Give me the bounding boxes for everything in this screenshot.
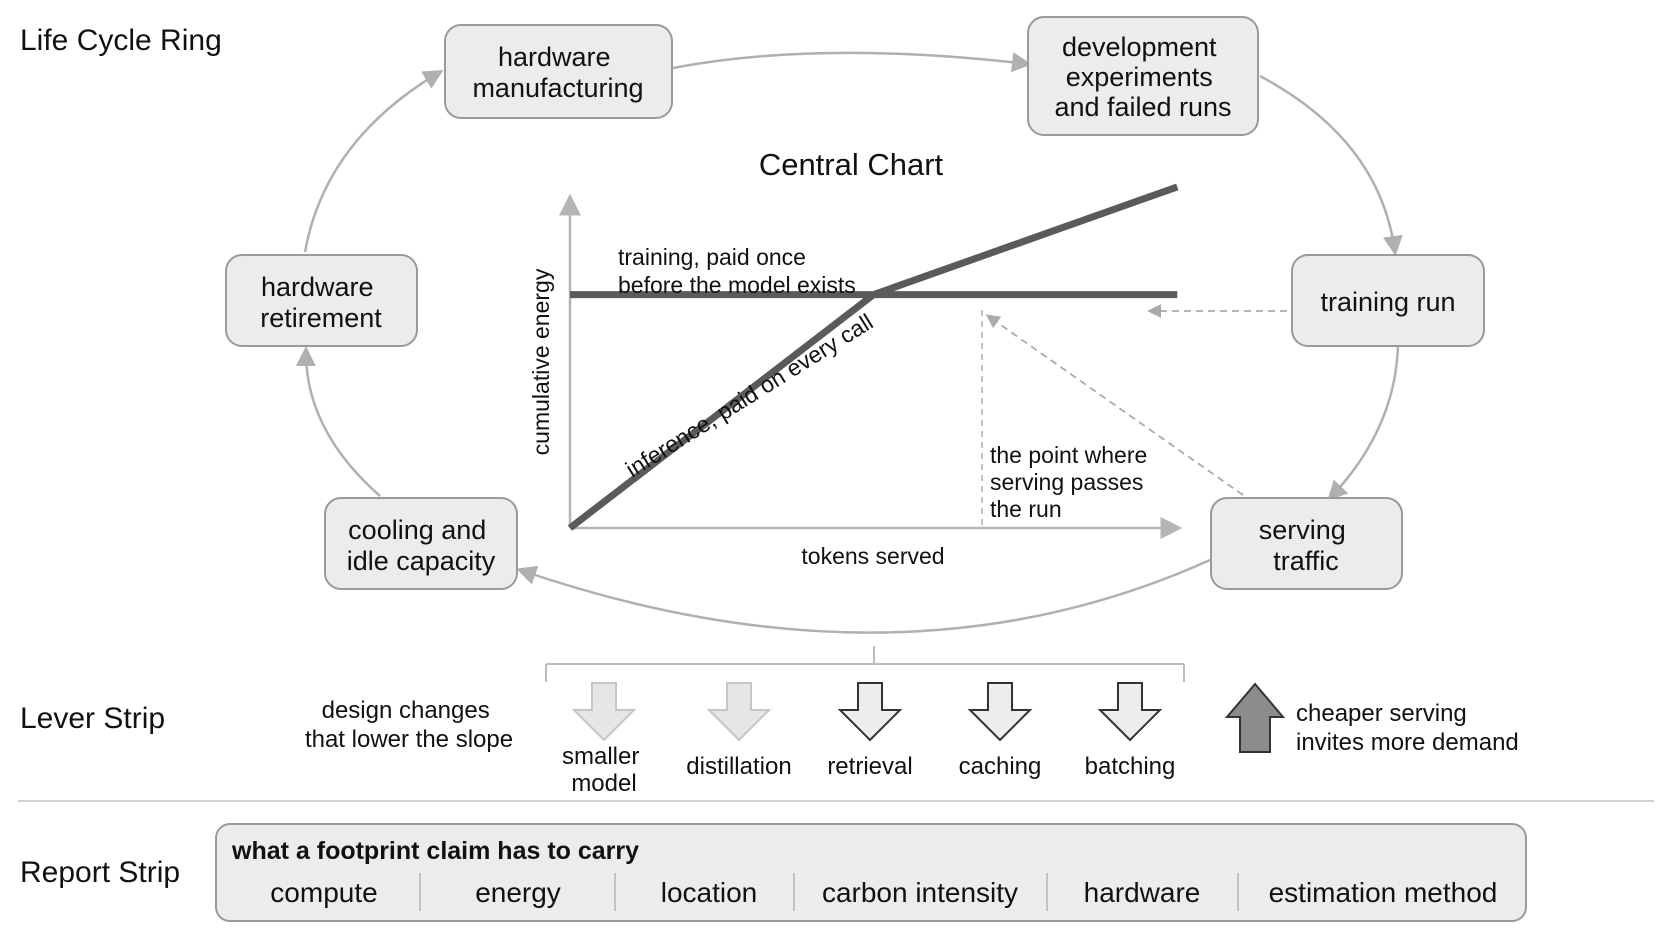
- node-serving-line2: traffic: [1273, 546, 1339, 576]
- node-serving-line1: serving: [1259, 515, 1346, 545]
- rebound-item: cheaper serving invites more demand: [1224, 682, 1519, 756]
- svg-text:hardware manufacturing: hardware manufacturing: [472, 42, 643, 103]
- crossover-label-line3: the run: [990, 496, 1062, 522]
- ring-node-retirement: hardware retirement: [225, 254, 418, 347]
- report-item-carbon-intensity: carbon intensity: [822, 877, 1018, 908]
- x-axis-label: tokens served: [801, 543, 944, 569]
- arrow-training-to-serving: [1327, 345, 1400, 501]
- node-manufacturing-line2: manufacturing: [472, 73, 643, 103]
- arrow-retirement-to-manufacturing: [303, 69, 444, 253]
- down-arrow-icon: [706, 682, 772, 742]
- inference-label: inference, paid on every call: [621, 308, 878, 482]
- training-label: training, paid once before the model exi…: [618, 244, 856, 298]
- down-arrow-icon: [967, 682, 1033, 742]
- lever-label-batching: batching: [1085, 753, 1176, 780]
- lever-label-retrieval: retrieval: [827, 753, 912, 780]
- training-label-line2: before the model exists: [618, 272, 856, 298]
- report-separators: [419, 873, 1239, 911]
- svg-text:hardware retirement: hardware retirement: [260, 272, 382, 333]
- lever-description-line1: design changes: [322, 697, 490, 724]
- report-heading: what a footprint claim has to carry: [231, 837, 639, 865]
- lever-item-batching: batching: [1085, 682, 1176, 780]
- node-cooling-line2: idle capacity: [347, 546, 496, 576]
- lever-label-smaller-model-line1: smaller: [562, 743, 639, 770]
- y-axis-label: cumulative energy: [528, 268, 554, 455]
- chart-title: Central Chart: [759, 147, 944, 182]
- section-title-ring: Life Cycle Ring: [20, 24, 222, 57]
- inference-line: [567, 183, 1179, 531]
- serving-to-crossover-connector: [985, 314, 1244, 496]
- lever-item-smaller-model: smaller model: [562, 682, 646, 797]
- ring-node-cooling: cooling and idle capacity: [324, 497, 518, 590]
- down-arrow-icon: [1097, 682, 1163, 742]
- crossover-label: the point where serving passes the run: [990, 442, 1154, 522]
- lever-bracket: [545, 646, 1185, 682]
- lever-label-distillation: distillation: [686, 753, 791, 780]
- crossover-label-line2: serving passes: [990, 469, 1143, 495]
- lever-description-line2: that lower the slope: [305, 726, 513, 753]
- report-item-energy: energy: [475, 877, 561, 908]
- node-cooling-line1: cooling and: [348, 515, 486, 545]
- rebound-label-line2: invites more demand: [1296, 729, 1519, 756]
- report-item-compute: compute: [270, 877, 377, 908]
- ring-node-development: development experiments and failed runs: [1027, 16, 1259, 136]
- svg-text:cooling and idle capacit: cooling and idle capacity: [347, 515, 496, 576]
- node-retirement-line2: retirement: [260, 303, 382, 333]
- node-development-line3: and failed runs: [1054, 92, 1231, 122]
- lever-item-distillation: distillation: [686, 682, 792, 780]
- chart-series: [567, 183, 1179, 531]
- ring-node-manufacturing: hardware manufacturing: [444, 24, 673, 119]
- training-label-line1: training, paid once: [618, 244, 806, 270]
- section-title-lever: Lever Strip: [20, 702, 165, 735]
- report-item-estimation-method: estimation method: [1269, 877, 1498, 908]
- ring-arrows: [295, 51, 1403, 634]
- node-development-line1: development: [1062, 32, 1217, 62]
- lever-label-smaller-model-line2: model: [571, 770, 636, 797]
- lever-item-retrieval: retrieval: [827, 682, 913, 780]
- arrow-serving-to-cooling: [516, 558, 1211, 634]
- crossover-label-line1: the point where: [990, 442, 1147, 468]
- lever-label-caching: caching: [959, 753, 1042, 780]
- arrow-manufacturing-to-development: [672, 51, 1032, 73]
- lever-description: design changes that lower the slope: [305, 697, 513, 753]
- svg-text:training run: training run: [1320, 287, 1455, 317]
- rebound-label: cheaper serving invites more demand: [1296, 700, 1519, 756]
- node-development-line2: experiments: [1066, 62, 1213, 92]
- arrow-cooling-to-retirement: [295, 346, 381, 497]
- node-manufacturing-line1: hardware: [498, 42, 611, 72]
- node-training-line1: training run: [1320, 287, 1455, 317]
- ring-node-training: training run: [1291, 254, 1485, 347]
- svg-text:serving traffic: serving traffic: [1259, 515, 1354, 576]
- rebound-label-line1: cheaper serving: [1296, 700, 1467, 727]
- report-box: [215, 823, 1527, 922]
- node-retirement-line1: hardware: [261, 272, 374, 302]
- svg-text:development experiments: development experiments and failed runs: [1054, 32, 1231, 122]
- up-arrow-icon: [1224, 682, 1286, 753]
- arrow-development-to-training: [1259, 74, 1403, 256]
- svg-text:smaller model: smaller model: [562, 743, 646, 797]
- down-arrow-icon: [837, 682, 903, 742]
- lever-item-caching: caching: [959, 682, 1042, 780]
- down-arrow-icon: [571, 682, 637, 742]
- ring-node-serving: serving traffic: [1210, 497, 1403, 590]
- report-item-location: location: [661, 877, 758, 908]
- section-title-report: Report Strip: [20, 856, 180, 889]
- report-item-hardware: hardware: [1084, 877, 1201, 908]
- chart-axes: [559, 193, 1183, 539]
